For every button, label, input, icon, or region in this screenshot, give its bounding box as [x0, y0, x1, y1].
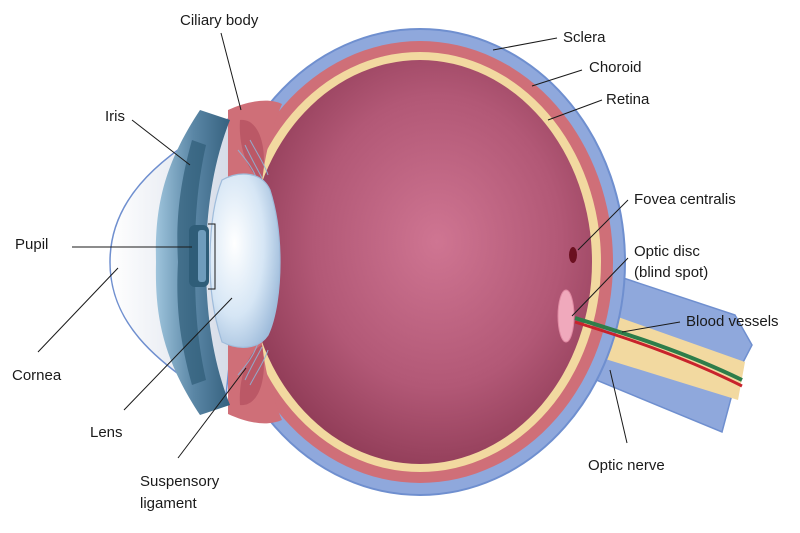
label-ciliary-body: Ciliary body: [180, 12, 259, 29]
pupil-bracket: [208, 223, 216, 290]
lens: [209, 173, 281, 348]
label-suspensory: Suspensory: [140, 473, 220, 490]
vitreous-body: [248, 60, 592, 464]
label-blood-vessels: Blood vessels: [686, 313, 779, 330]
label-sclera: Sclera: [563, 29, 606, 46]
leader-lines: [37, 32, 681, 459]
label-choroid: Choroid: [589, 59, 642, 76]
label-blind-spot: (blind spot): [634, 264, 708, 281]
label-fovea-centralis: Fovea centralis: [634, 191, 736, 208]
label-cornea: Cornea: [12, 367, 62, 384]
fovea-centralis: [569, 247, 577, 263]
blood-vessel-red: [574, 320, 743, 388]
ciliary-muscle-lower: [239, 345, 264, 406]
label-iris: Iris: [105, 108, 125, 125]
blood-vessel-green: [574, 316, 743, 382]
ciliary-muscle-upper: [239, 119, 264, 180]
label-retina: Retina: [606, 91, 650, 108]
label-optic-nerve: Optic nerve: [588, 457, 665, 474]
label-pupil: Pupil: [15, 236, 48, 253]
optic-disc: [557, 289, 575, 343]
pupil-highlight: [198, 230, 206, 282]
label-optic-disc: Optic disc: [634, 243, 700, 260]
label-ligament: ligament: [140, 495, 198, 512]
label-lens: Lens: [90, 424, 123, 441]
